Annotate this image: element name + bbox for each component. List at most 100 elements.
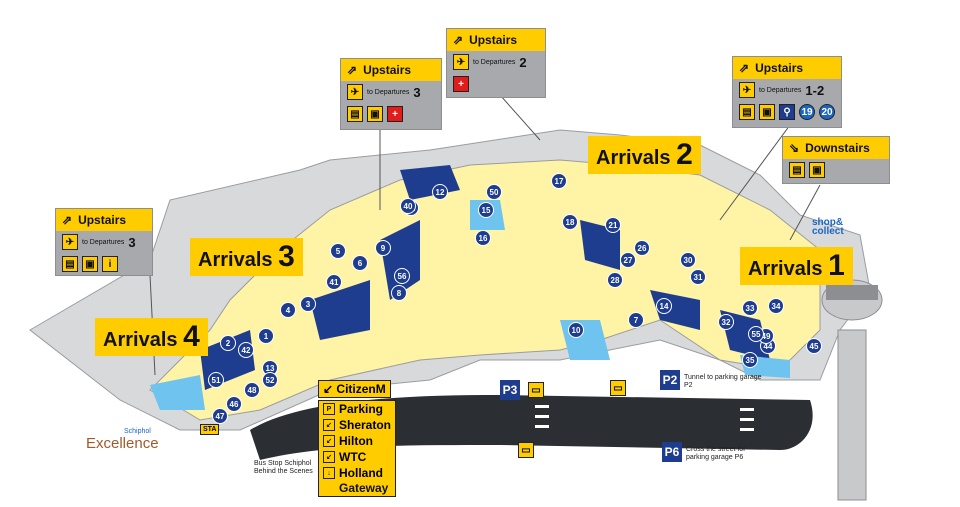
gate-number-circle: 34 (768, 298, 784, 314)
departures-number: 3 (413, 84, 421, 100)
p2-text: Tunnel to parking garage P2 (684, 374, 762, 389)
departures-text: to Departures (759, 86, 802, 94)
gate-number-circle: 16 (475, 230, 491, 246)
departures-number: 1-2 (805, 82, 825, 98)
arrivals-word: Arrivals (596, 147, 671, 169)
hotel-name: Parking (339, 402, 384, 416)
baggage-icon: ▣ (759, 104, 775, 120)
arrivals-number: 2 (676, 138, 693, 171)
p6-text: Cross the street for parking garage P6 (686, 446, 746, 461)
gate-number-circle: 12 (432, 184, 448, 200)
p2-icon: P2 (660, 370, 680, 390)
hotel-list-item: P Parking (319, 401, 395, 417)
gate-number-circle: 9 (375, 240, 391, 256)
gate-number-circle: 47 (212, 408, 228, 424)
departures-number: 3 (128, 234, 136, 250)
sta-label: STA (200, 424, 220, 435)
gate-number-circle: 21 (605, 217, 621, 233)
gate-number-circle: 45 (806, 338, 822, 354)
baggage-icon: ▣ (82, 256, 98, 272)
departures-icon: ✈ (453, 54, 469, 70)
terminal-floor (149, 159, 821, 421)
gate-number-circle: 7 (628, 312, 644, 328)
hotel-name: Hilton (339, 434, 373, 448)
upstairs-label: Upstairs (469, 33, 518, 47)
gate-number-circle: 48 (244, 382, 260, 398)
gate-number-circle: 50 (486, 184, 502, 200)
excellence-label: Excellence (86, 435, 159, 452)
hotel-arrow-icon: ↙ (323, 419, 335, 431)
service-icon: ▤ (789, 162, 805, 178)
hotel-list-item: ↙ WTC (319, 449, 395, 465)
arrivals-number: 3 (278, 240, 295, 273)
hotel-name: WTC (339, 450, 367, 464)
baggage-icon: ▣ (367, 106, 383, 122)
gate-number-circle: 56 (394, 268, 410, 284)
first-aid-icon: + (453, 76, 469, 92)
gate-number-circle: 3 (300, 296, 316, 312)
gate-number-circle: 26 (634, 240, 650, 256)
arrivals-1-label: Arrivals 1 (740, 247, 853, 285)
stairs-up-icon: ⇗ (453, 33, 464, 47)
p3-icon: P3 (500, 380, 520, 400)
gate-number-circle: 40 (400, 198, 416, 214)
service-icon: ▤ (347, 106, 363, 122)
departures-text: to Departures (82, 238, 125, 246)
departures-number: 2 (519, 54, 527, 70)
arrivals-word: Arrivals (103, 329, 178, 351)
hotel-list-item: ↙ Hilton (319, 433, 395, 449)
arrivals-word: Arrivals (748, 258, 823, 280)
gate-number-circle: 27 (620, 252, 636, 268)
arrivals-3-label: Arrivals 3 (190, 238, 303, 276)
arrow-down-icon: ↓ (323, 467, 335, 479)
bus-icon: ▭ (528, 382, 544, 398)
departures-text: to Departures (367, 88, 410, 96)
upstairs-label: Upstairs (363, 63, 412, 77)
hotel-arrow-icon: ↙ (323, 435, 335, 447)
gate-number-circle: 18 (562, 214, 578, 230)
schiphol-excellence-logo: Schiphol Excellence (86, 428, 159, 452)
parking-icon: P (323, 403, 335, 415)
departures-icon: ✈ (62, 234, 78, 250)
gate-number-circle: 5 (330, 243, 346, 259)
gate-number-circle: 35 (742, 352, 758, 368)
upstairs-label: Upstairs (78, 213, 127, 227)
gate-number-circle: 10 (568, 322, 584, 338)
hotel-arrow-icon: ↙ (323, 451, 335, 463)
gate-number-circle: 31 (690, 269, 706, 285)
schiphol-label: Schiphol (124, 428, 151, 435)
gate-number-circle: 41 (326, 274, 342, 290)
upstairs-label: Upstairs (755, 61, 804, 75)
gateway-label: Gateway (339, 481, 389, 495)
stairs-up-icon: ⇗ (347, 63, 358, 77)
citizenm-label: CitizenM (336, 382, 386, 396)
hotel-name: Sheraton (338, 418, 391, 432)
service-icon: ▤ (62, 256, 78, 272)
control-tower (821, 279, 883, 501)
downstairs-label: Downstairs (805, 141, 870, 155)
service-icon: ▤ (739, 104, 755, 120)
gate-number-circle: 42 (238, 342, 254, 358)
gate-number-circle: 52 (262, 372, 278, 388)
first-aid-icon: + (387, 106, 403, 122)
departures-icon: ✈ (739, 82, 755, 98)
hotel-list-item: ↓ Holland (319, 465, 395, 481)
hotel-name: Holland (339, 466, 383, 480)
arrivals-4-label: Arrivals 4 (95, 318, 208, 356)
bus-icon-2: ▭ (518, 442, 534, 458)
arrivals-2-label: Arrivals 2 (588, 136, 701, 174)
gate-number-circle: 6 (352, 255, 368, 271)
gate-number-circle: 51 (208, 372, 224, 388)
gate-number-circle: 14 (656, 298, 672, 314)
gate-number-circle: 8 (391, 285, 407, 301)
gate-number-circle: 2 (220, 335, 236, 351)
gate-number-circle: 32 (718, 314, 734, 330)
stairs-down-icon: ⇘ (789, 141, 800, 155)
downstairs-sign: ⇘Downstairs ▤▣ (782, 136, 890, 184)
bus-stop-label: Bus Stop Schiphol Behind the Scenes (254, 460, 313, 475)
